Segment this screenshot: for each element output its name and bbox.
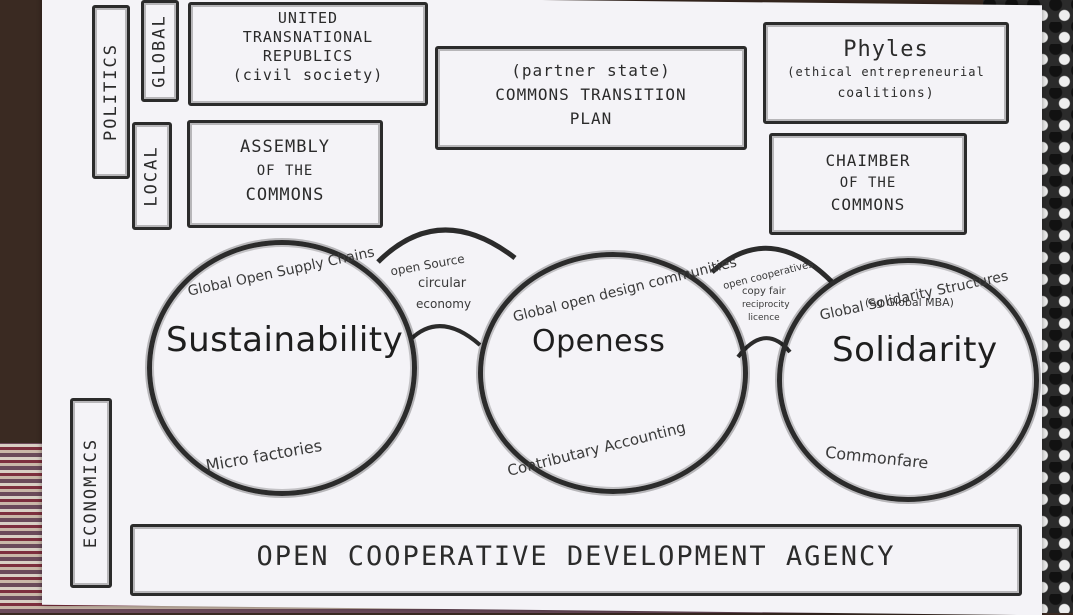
chamber-line2: OF THE [839,175,897,191]
economics-label: ECONOMICS [70,398,112,588]
partner-line2: COMMONS TRANSITION [495,85,687,104]
utr-line4: (civil society) [232,66,384,84]
solidarity-sub-text: (eg Global MBA) [865,296,954,309]
politics-label: POLITICS [92,5,130,179]
chamber-line3: COMMONS [830,195,906,214]
left-bridge-line2: circular [418,276,467,291]
phyles-box: Phyles (ethical entrepreneurial coalitio… [763,22,1009,124]
utr-line3: REPUBLICS [262,47,354,65]
chamber-line1: CHAIMBER [825,151,911,170]
sustainability-title: Sustainability [166,320,404,360]
assembly-line2: OF THE [256,163,314,179]
open-cooperative-development-agency-box: OPEN COOPERATIVE DEVELOPMENT AGENCY [130,524,1022,596]
right-bridge-line2: copy fair [742,286,786,297]
united-transnational-republics-box: UNITED TRANSNATIONAL REPUBLICS (civil so… [188,2,428,106]
openess-circle [478,252,748,494]
global-label: GLOBAL [141,0,179,102]
right-bridge-line3: reciprocity [742,300,790,310]
assembly-line3: COMMONS [245,185,325,205]
phyles-line1: Phyles [843,37,929,62]
solidarity-circle [777,258,1039,502]
chamber-of-the-commons-box: CHAIMBER OF THE COMMONS [769,133,967,235]
commons-transition-plan-box: (partner state) COMMONS TRANSITION PLAN [435,46,747,150]
utr-line1: UNITED [277,9,339,27]
partner-line3: PLAN [569,109,613,128]
right-bridge-line4: licence [748,313,780,323]
assembly-of-the-commons-box: ASSEMBLY OF THE COMMONS [187,120,383,228]
solidarity-title: Solidarity [832,330,998,370]
local-label: LOCAL [132,122,172,230]
partner-line1: (partner state) [511,61,671,80]
sustainability-circle [147,240,417,496]
phyles-line3: coalitions) [837,86,935,101]
utr-line2: TRANSNATIONAL [242,28,374,46]
openess-title: Openess [532,324,666,359]
left-bridge-line3: economy [416,297,472,311]
assembly-line1: ASSEMBLY [240,137,330,157]
phyles-line2: (ethical entrepreneurial [787,65,985,79]
agency-text: OPEN COOPERATIVE DEVELOPMENT AGENCY [256,541,896,572]
